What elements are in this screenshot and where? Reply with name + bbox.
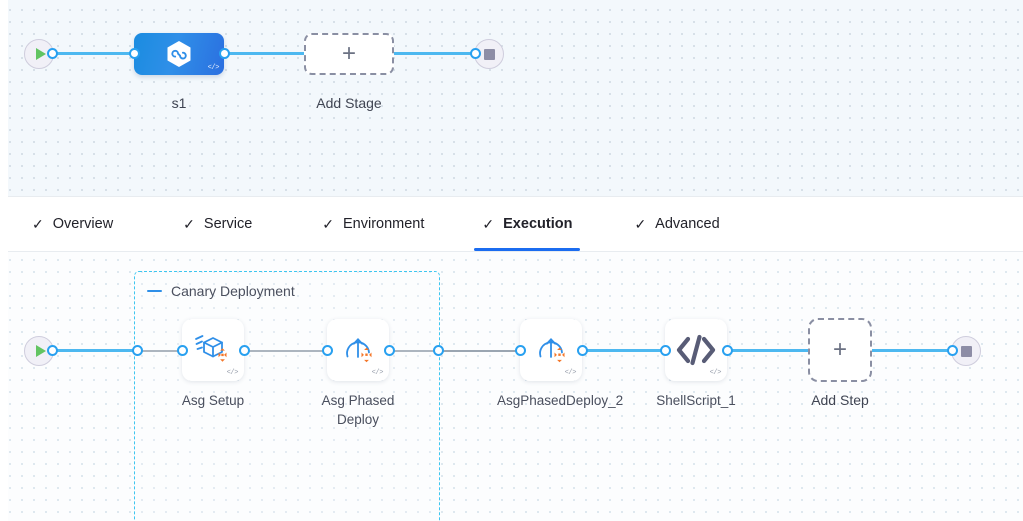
add-stage-label: Add Stage — [316, 95, 382, 111]
connector-dot-shellscript-out[interactable] — [722, 345, 733, 356]
check-icon: ✓ — [322, 216, 334, 232]
link-shellscript-to-addstep — [666, 349, 816, 352]
step-label-asg-phased-deploy: Asg Phased Deploy — [321, 393, 395, 427]
stage-config-tabs: ✓ Overview ✓ Service ✓ Environment ✓ Exe… — [0, 196, 1023, 252]
left-gutter — [0, 0, 8, 521]
play-icon — [35, 345, 46, 357]
tab-label: Advanced — [655, 216, 720, 232]
stage-canvas[interactable]: </> s1 + Add Stage — [0, 0, 1023, 196]
connector-dot-group-in[interactable] — [132, 345, 143, 356]
link-group-in-to-asgsetup — [138, 350, 186, 352]
step-label-asg-setup: Asg Setup — [181, 393, 245, 408]
check-icon: ✓ — [634, 216, 647, 232]
connector-dot-asgphased2-in[interactable] — [515, 345, 526, 356]
step-code-badge: </> — [226, 369, 239, 377]
stop-icon — [960, 345, 972, 357]
step-node-asg-phased-deploy[interactable]: </> — [327, 319, 389, 381]
execution-end-node[interactable] — [951, 336, 981, 366]
link-stage-to-addstage — [219, 52, 311, 55]
stop-icon — [483, 48, 495, 60]
minus-icon[interactable] — [147, 289, 162, 293]
step-group-header[interactable]: Canary Deployment — [147, 283, 295, 299]
link-asgsetup-to-asgphased — [182, 350, 332, 352]
connector-dot-asgphased2-out[interactable] — [577, 345, 588, 356]
plus-icon: + — [341, 40, 356, 67]
add-step-label: Add Step — [811, 392, 869, 408]
connector-dot-shellscript-in[interactable] — [660, 345, 671, 356]
link-exec-start — [47, 349, 137, 352]
step-label-asg-phased-deploy-2: AsgPhasedDeploy_2 — [497, 393, 624, 408]
step-node-asg-phased-deploy-2[interactable]: </> — [520, 319, 582, 381]
link-start-to-stage — [47, 52, 139, 55]
connector-dot-asgphased-in[interactable] — [322, 345, 333, 356]
step-code-badge: </> — [709, 369, 722, 377]
stage-node-s1[interactable]: </> — [134, 33, 224, 75]
connector-dot-asgphased-out[interactable] — [384, 345, 395, 356]
connector-dot-group-out[interactable] — [433, 345, 444, 356]
step-code-badge: </> — [371, 369, 384, 377]
add-stage-button[interactable]: + — [304, 33, 394, 75]
add-step-button[interactable]: + — [808, 318, 872, 382]
tab-overview[interactable]: ✓ Overview — [18, 197, 127, 251]
check-icon: ✓ — [183, 216, 195, 232]
plus-icon: + — [832, 336, 847, 363]
asg-phased-deploy-icon — [539, 337, 565, 363]
check-icon: ✓ — [32, 216, 44, 232]
connector-dot-asgsetup-in[interactable] — [177, 345, 188, 356]
step-node-shell-script-1[interactable]: </> — [665, 319, 727, 381]
link-group-out-to-asgphased2 — [438, 350, 524, 352]
tab-environment[interactable]: ✓ Environment — [308, 197, 438, 251]
step-node-asg-setup[interactable]: </> — [182, 319, 244, 381]
step-code-badge: </> — [564, 369, 577, 377]
connector-dot-asgsetup-out[interactable] — [239, 345, 250, 356]
stage-code-badge: </> — [207, 64, 220, 72]
shell-script-icon — [676, 334, 716, 366]
connector-dot-end-in[interactable] — [470, 48, 481, 59]
connector-dot-start-out[interactable] — [47, 48, 58, 59]
connector-dot-exec-start-out[interactable] — [47, 345, 58, 356]
stage-label-s1: s1 — [171, 95, 187, 111]
tab-advanced[interactable]: ✓ Advanced — [620, 197, 733, 251]
step-label-shell-script-1: ShellScript_1 — [656, 393, 736, 408]
tab-label: Execution — [503, 216, 573, 232]
asg-setup-cube-icon — [195, 335, 227, 362]
connector-dot-exec-end-in[interactable] — [947, 345, 958, 356]
step-group-title: Canary Deployment — [171, 283, 295, 299]
tab-label: Overview — [52, 216, 114, 232]
asg-phased-deploy-icon — [346, 337, 372, 363]
connector-dot-stage-in[interactable] — [129, 48, 140, 59]
play-icon — [35, 48, 46, 60]
connector-dot-stage-out[interactable] — [219, 48, 230, 59]
execution-canvas[interactable]: Canary Deployment — [0, 250, 1023, 521]
tab-label: Service — [203, 216, 253, 232]
harness-hexagon-icon — [166, 40, 192, 68]
tab-execution[interactable]: ✓ Execution — [468, 197, 586, 251]
tab-service[interactable]: ✓ Service — [169, 197, 266, 251]
tab-label: Environment — [343, 216, 425, 232]
step-group-canary-deployment[interactable] — [134, 271, 440, 521]
link-addstage-to-end — [389, 52, 481, 55]
link-asgphased2-out — [520, 349, 670, 352]
link-addstep-to-end — [866, 349, 962, 352]
check-icon: ✓ — [482, 216, 495, 232]
